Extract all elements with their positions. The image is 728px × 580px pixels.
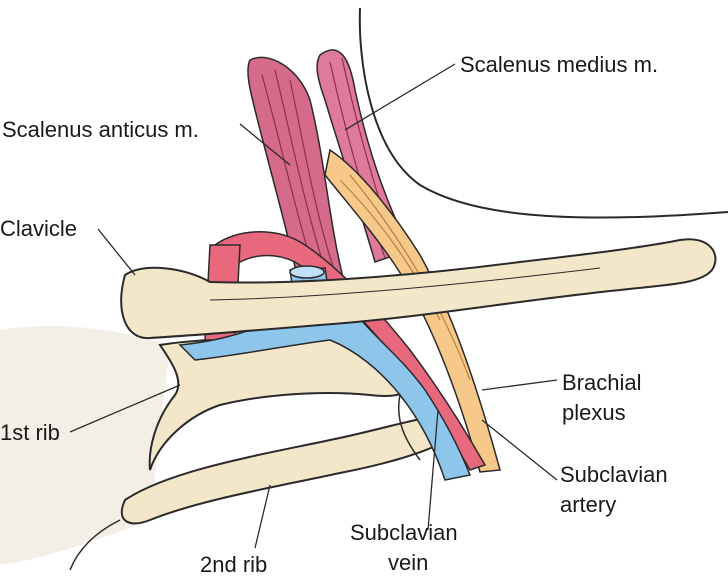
label-subclavian-artery-line1: Subclavian [560, 462, 668, 488]
label-clavicle: Clavicle [0, 216, 77, 242]
label-subclavian-artery-line2: artery [560, 492, 616, 518]
label-subclavian-vein-line2: vein [388, 550, 428, 576]
label-scalenus-medius: Scalenus medius m. [460, 52, 658, 78]
label-brachial-plexus-line1: Brachial [562, 370, 641, 396]
vein-opening [290, 266, 324, 278]
label-first-rib: 1st rib [0, 420, 60, 446]
neck-outline [360, 8, 728, 218]
label-scalenus-anticus: Scalenus anticus m. [2, 117, 199, 143]
label-brachial-plexus-line2: plexus [562, 400, 626, 426]
label-subclavian-vein-line1: Subclavian [350, 520, 458, 546]
label-second-rib: 2nd rib [200, 552, 267, 578]
